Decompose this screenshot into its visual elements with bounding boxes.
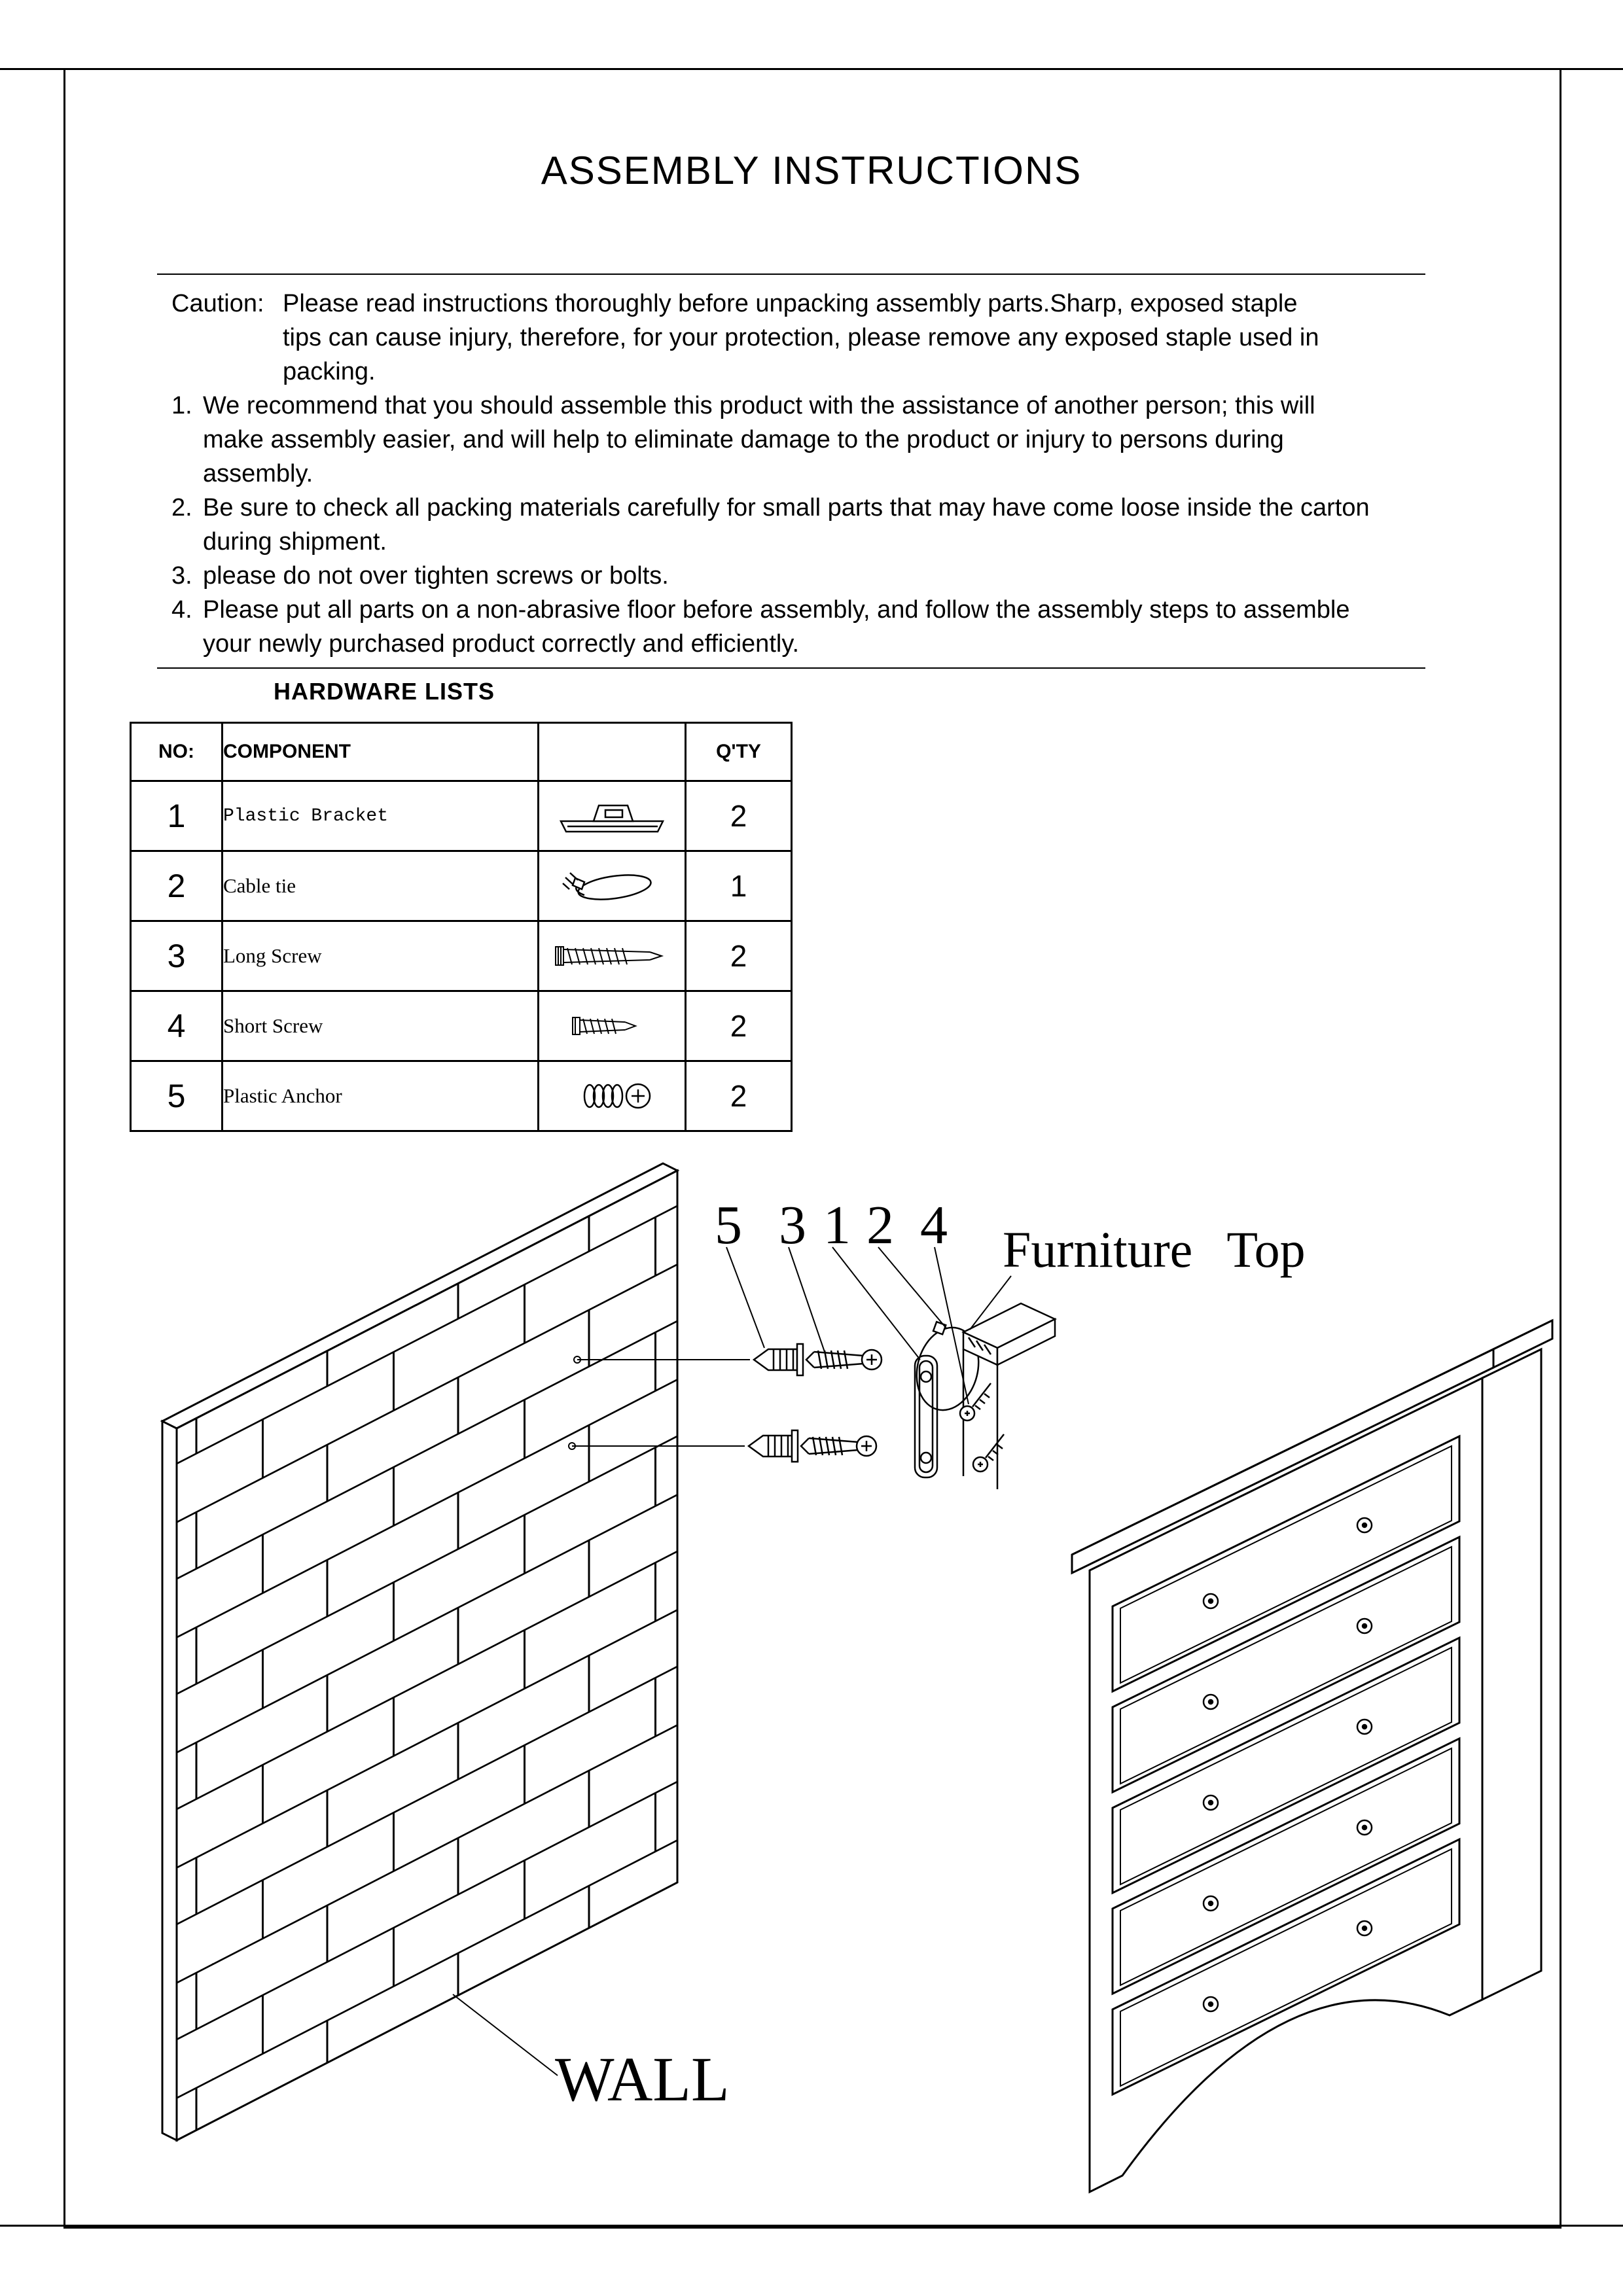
cable-tie-icon (562, 872, 652, 900)
separator-line-top (157, 274, 1425, 275)
instruction-item-4: 4. Please put all parts on a non-abrasiv… (171, 593, 1441, 661)
part-name: Plastic Bracket (221, 780, 539, 852)
part-name: Short Screw (221, 990, 539, 1062)
instruction-number: 2. (171, 494, 192, 521)
part-qty: 1 (685, 850, 793, 922)
short-screw-icon (572, 1017, 637, 1035)
hardware-row-2: 2 Cable tie 1 (130, 850, 793, 922)
wall-drawing (160, 1162, 680, 2142)
alignment-lines (568, 1356, 750, 1450)
part-number: 1 (130, 780, 223, 852)
part-image-cell (537, 1060, 687, 1132)
furniture-top-corner-drawing (959, 1302, 1057, 1489)
furniture-top-label: Furniture Top (1003, 1221, 1306, 1278)
hardware-table: NO: COMPONENT Q'TY 1 Plastic Bracket 2 (130, 722, 793, 1132)
part-qty: 2 (685, 920, 793, 992)
anchor-and-screw-drawing (752, 1343, 883, 1377)
dresser-drawers (1111, 1434, 1461, 2096)
part-image-cell (537, 990, 687, 1062)
col-header-component: COMPONENT (221, 722, 539, 782)
part-image-cell (537, 780, 687, 852)
bottom-edge-line (0, 2225, 1623, 2227)
part-number: 5 (130, 1060, 223, 1132)
plastic-bracket-icon (559, 804, 665, 833)
caution-text: Please read instructions thoroughly befo… (283, 290, 1319, 385)
hardware-row-3: 3 Long Screw 2 (130, 920, 793, 992)
instruction-number: 1. (171, 392, 192, 419)
part-number-leader-lines (452, 1246, 1012, 2076)
short-screw-drawing (959, 1383, 1005, 1473)
callout-1: 1 (823, 1195, 851, 1256)
part-number-callouts: 5 3 1 2 4 (715, 1195, 948, 1256)
part-image-cell (537, 850, 687, 922)
separator-line-bottom (157, 667, 1425, 669)
part-number: 3 (130, 920, 223, 992)
instruction-number: 4. (171, 596, 192, 624)
col-header-image (537, 722, 687, 782)
part-image-cell (537, 920, 687, 992)
callout-4: 4 (920, 1195, 948, 1256)
instructions-text-block: Caution: Please read instructions thorou… (171, 287, 1441, 661)
hardware-row-4: 4 Short Screw 2 (130, 990, 793, 1062)
long-screw-icon (555, 946, 664, 966)
plastic-anchor-icon (583, 1083, 651, 1109)
part-number: 2 (130, 850, 223, 922)
hardware-row-5: 5 Plastic Anchor 2 (130, 1060, 793, 1132)
instruction-item-1: 1. We recommend that you should assemble… (171, 389, 1441, 491)
page-border-frame (63, 68, 1561, 2229)
instruction-text: please do not over tighten screws or bol… (203, 562, 669, 590)
callout-5: 5 (715, 1195, 742, 1256)
wall-label: WALL (555, 2044, 730, 2114)
instruction-item-3: 3. please do not over tighten screws or … (171, 559, 1441, 593)
caution-paragraph: Caution: Please read instructions thorou… (171, 287, 1441, 389)
part-name: Long Screw (221, 920, 539, 992)
col-header-qty: Q'TY (685, 722, 793, 782)
col-header-no: NO: (130, 722, 223, 782)
part-name: Cable tie (221, 850, 539, 922)
page-title: ASSEMBLY INSTRUCTIONS (541, 149, 1082, 192)
callout-3: 3 (779, 1195, 806, 1256)
dresser-drawing (1071, 1318, 1554, 2194)
drawer-knobs (1202, 1517, 1373, 2013)
instruction-text: Please put all parts on a non-abrasive f… (203, 596, 1350, 658)
hardware-table-header: NO: COMPONENT Q'TY (130, 722, 793, 782)
bracket-drawing (914, 1354, 938, 1479)
part-qty: 2 (685, 990, 793, 1062)
part-number: 4 (130, 990, 223, 1062)
caution-label: Caution: (171, 290, 264, 317)
instruction-item-2: 2. Be sure to check all packing material… (171, 491, 1441, 559)
part-qty: 2 (685, 780, 793, 852)
cable-tie-drawing (916, 1320, 980, 1411)
callout-2: 2 (866, 1195, 894, 1256)
part-qty: 2 (685, 1060, 793, 1132)
instruction-text: Be sure to check all packing materials c… (203, 494, 1370, 556)
instruction-number: 3. (171, 562, 192, 590)
hardware-row-1: 1 Plastic Bracket 2 (130, 780, 793, 852)
part-name: Plastic Anchor (221, 1060, 539, 1132)
instruction-text: We recommend that you should assemble th… (203, 392, 1315, 487)
hardware-lists-heading: HARDWARE LISTS (274, 678, 495, 705)
